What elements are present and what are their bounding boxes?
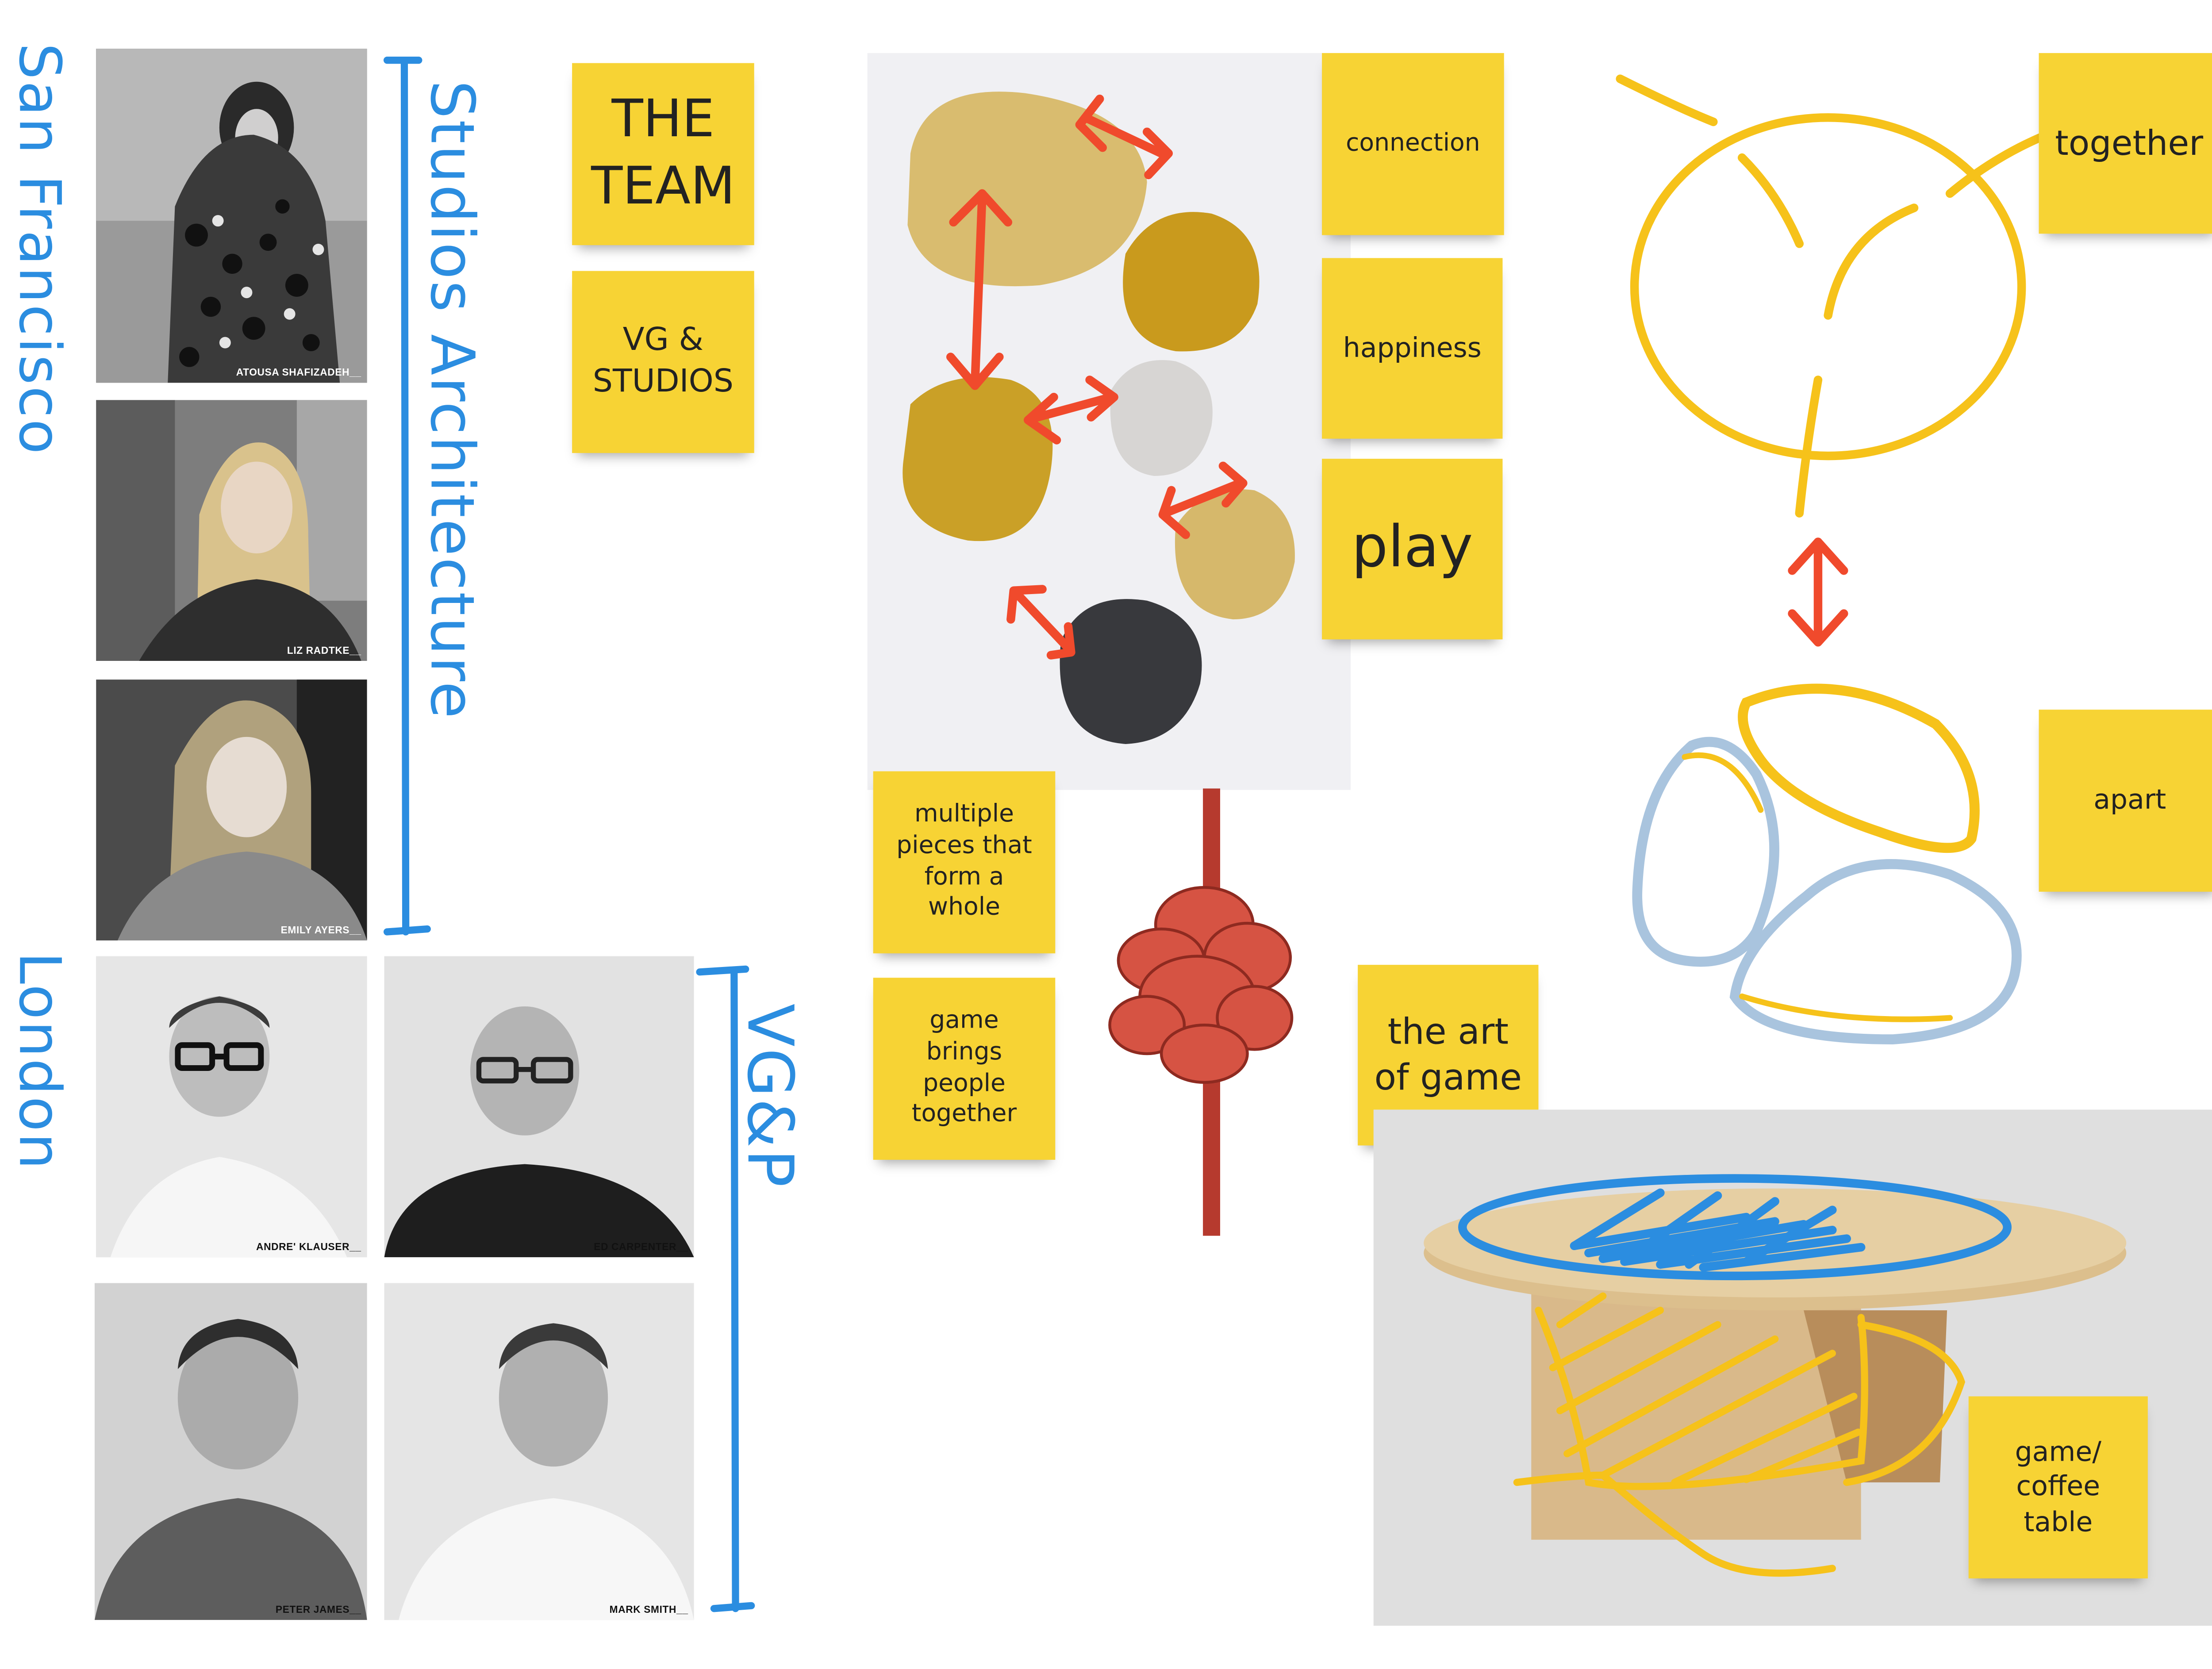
portrait-caption: ED CARPENTER__ (594, 1243, 688, 1253)
note-multiple-pieces[interactable]: multiple pieces that form a whole (873, 771, 1056, 954)
portrait-caption: LIZ RADTKE__ (287, 646, 361, 657)
portrait-peter: PETER JAMES__ (94, 1283, 367, 1620)
vgp-bracket-bottom (710, 1602, 755, 1612)
portrait-atousa: ATOUSA SHAFIZADEH__ (96, 49, 367, 383)
portrait-caption: MARK SMITH__ (609, 1605, 688, 1616)
coffee-table-illustration (1373, 1109, 2212, 1626)
portrait-illustration (384, 956, 694, 1258)
apart-sketch (1632, 683, 2022, 1044)
note-the-team[interactable]: THE TEAM (572, 63, 754, 246)
portrait-illustration (384, 1283, 694, 1620)
note-apart[interactable]: apart (2039, 710, 2212, 892)
red-arrow (1028, 393, 1116, 423)
note-play[interactable]: play (1322, 459, 1503, 640)
portrait-liz: LIZ RADTKE__ (96, 400, 367, 661)
red-arrow (971, 192, 987, 388)
red-arrow (1164, 479, 1245, 516)
portrait-illustration (96, 956, 367, 1258)
note-together[interactable]: together (2039, 53, 2212, 234)
pebble-illustration (867, 53, 1351, 790)
note-vg-studios[interactable]: VG & STUDIOS (572, 271, 754, 453)
portrait-emily: EMILY AYERS__ (96, 679, 367, 941)
portrait-illustration (94, 1283, 367, 1620)
vgp-bracket-top (696, 965, 749, 976)
red-arrow (1081, 113, 1166, 158)
rope-knot-image (1108, 788, 1294, 1236)
together-sketch (1616, 74, 2047, 518)
note-game-brings[interactable]: game brings people together (873, 978, 1056, 1160)
portrait-caption: ANDRE' KLAUSER__ (256, 1243, 361, 1253)
portrait-illustration (96, 49, 367, 383)
studios-bracket-line (400, 57, 410, 936)
portrait-illustration (96, 400, 367, 661)
note-game-coffee-table[interactable]: game/ coffee table (1968, 1396, 2148, 1579)
portrait-illustration (96, 679, 367, 941)
note-happiness[interactable]: happiness (1322, 258, 1503, 439)
red-arrow (1014, 591, 1073, 652)
studios-bracket-bottom (383, 925, 431, 936)
vgp-bracket-line (730, 968, 739, 1612)
coffee-table-photo (1373, 1109, 2212, 1626)
portrait-caption: PETER JAMES__ (275, 1605, 361, 1616)
portrait-andre: ANDRE' KLAUSER__ (96, 956, 367, 1258)
note-connection[interactable]: connection (1322, 53, 1504, 235)
red-double-arrow (1788, 537, 1848, 647)
portrait-caption: EMILY AYERS__ (280, 926, 361, 936)
portrait-mark: MARK SMITH__ (384, 1283, 694, 1620)
pebble-seating-photo (867, 53, 1351, 790)
portrait-caption: ATOUSA SHAFIZADEH__ (236, 368, 361, 379)
portrait-ed: ED CARPENTER__ (384, 956, 694, 1258)
